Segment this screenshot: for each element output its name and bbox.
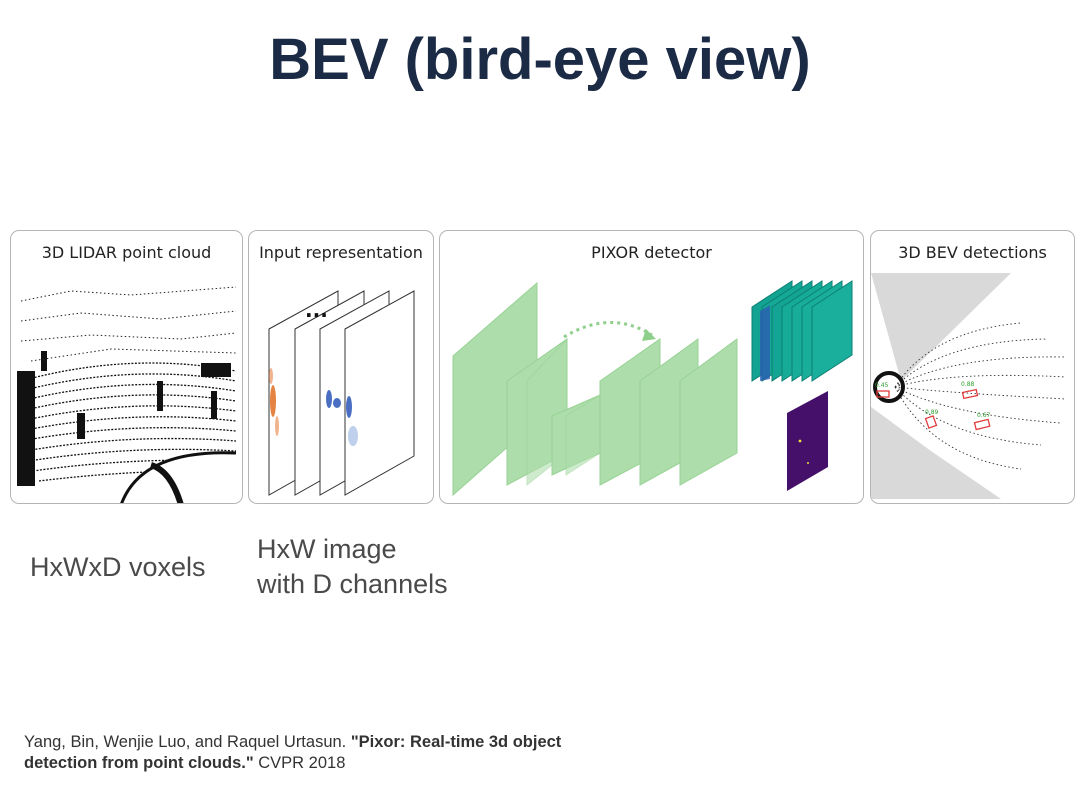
input-channel-stack: ... — [268, 290, 415, 496]
lidar-point-cloud-image — [17, 286, 237, 503]
caption-image-line2: with D channels — [257, 569, 448, 599]
slide-title: BEV (bird-eye view) — [269, 27, 811, 92]
citation-venue: CVPR 2018 — [253, 754, 346, 772]
panel-pixor-detector: PIXOR detector — [439, 230, 864, 504]
detection-score: 0.67 — [977, 412, 991, 419]
skip-connection-arrow — [563, 321, 653, 339]
class-heatmap — [787, 391, 828, 491]
caption-image-line1: HxW image — [257, 534, 397, 564]
detection-score: 0.89 — [925, 409, 939, 416]
citation-authors: Yang, Bin, Wenjie Luo, and Raquel Urtasu… — [24, 733, 351, 751]
caption-image-channels: HxW image with D channels — [257, 532, 448, 602]
panel-input-representation: Input representation ... — [248, 230, 434, 504]
detection-score: 0.45 — [875, 382, 889, 389]
panel-title-pixor: PIXOR detector — [591, 243, 712, 262]
detection-box — [876, 390, 890, 398]
channel-ellipsis: ... — [305, 298, 328, 322]
caption-voxels-text: HxWxD voxels — [30, 552, 206, 582]
bev-detections-image: 0.45 0.88 0.89 0.67 — [871, 273, 1067, 499]
detection-score: 0.88 — [961, 381, 975, 388]
citation: Yang, Bin, Wenjie Luo, and Raquel Urtasu… — [24, 732, 624, 774]
citation-paper-title: "Pixor: Real-time 3d object detection fr… — [24, 733, 562, 772]
panel-title-input: Input representation — [259, 243, 423, 262]
caption-voxels: HxWxD voxels — [30, 550, 206, 585]
panel-lidar-point-cloud: 3D LIDAR point cloud — [10, 230, 243, 504]
pixor-network-diagram — [452, 280, 853, 497]
panel-title-lidar: 3D LIDAR point cloud — [41, 243, 212, 262]
panel-title-bev: 3D BEV detections — [898, 243, 1047, 262]
panel-bev-detections: 3D BEV detections 0.45 0.88 0.89 0.67 — [870, 230, 1075, 504]
